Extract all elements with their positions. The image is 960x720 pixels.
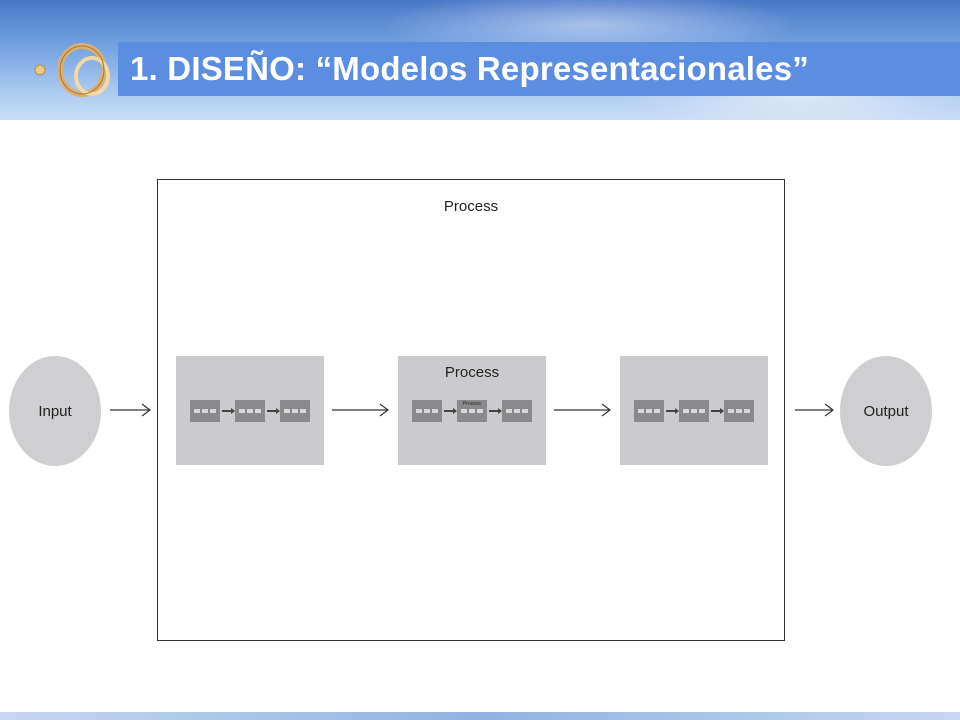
mini-arrow-icon — [489, 408, 502, 414]
arrow-input-to-box1-icon — [110, 403, 151, 417]
mini-arrow-icon — [666, 408, 679, 414]
mini-arrow-icon — [711, 408, 724, 414]
mini-chain: Process — [412, 400, 532, 422]
arrow-box1-to-box2-icon — [332, 403, 389, 417]
mini-arrow-icon — [222, 408, 235, 414]
mini-process-block — [502, 400, 532, 422]
mini-process-block — [235, 400, 265, 422]
output-label: Output — [863, 402, 909, 420]
slide-title: 1. DISEÑO: “Modelos Representacionales” — [130, 50, 809, 87]
mini-chain — [634, 400, 754, 422]
mini-process-block — [724, 400, 754, 422]
subprocess-box-3 — [620, 356, 768, 465]
outer-process-label: Process — [443, 198, 499, 215]
arrow-box3-to-output-icon — [795, 403, 834, 417]
subprocess-box-1 — [176, 356, 324, 465]
mini-process-block — [190, 400, 220, 422]
input-node: Input — [9, 356, 101, 466]
mini-process-block — [634, 400, 664, 422]
mini-process-block — [280, 400, 310, 422]
rings-logo-icon — [34, 43, 110, 97]
output-node: Output — [840, 356, 932, 466]
mini-process-block: Process — [457, 400, 487, 422]
slide-header: 1. DISEÑO: “Modelos Representacionales” — [0, 0, 960, 120]
subprocess-box-2: Process Process — [398, 356, 546, 465]
mini-process-block — [679, 400, 709, 422]
mini-arrow-icon — [267, 408, 280, 414]
middle-process-label: Process — [444, 364, 500, 381]
arrow-box2-to-box3-icon — [554, 403, 611, 417]
mini-arrow-icon — [444, 408, 457, 414]
mini-chain — [190, 400, 310, 422]
footer-accent-line — [0, 712, 960, 720]
mini-process-block — [412, 400, 442, 422]
nested-process-label: Process — [462, 401, 482, 407]
input-label: Input — [38, 402, 72, 420]
title-bar: 1. DISEÑO: “Modelos Representacionales” — [118, 42, 960, 96]
